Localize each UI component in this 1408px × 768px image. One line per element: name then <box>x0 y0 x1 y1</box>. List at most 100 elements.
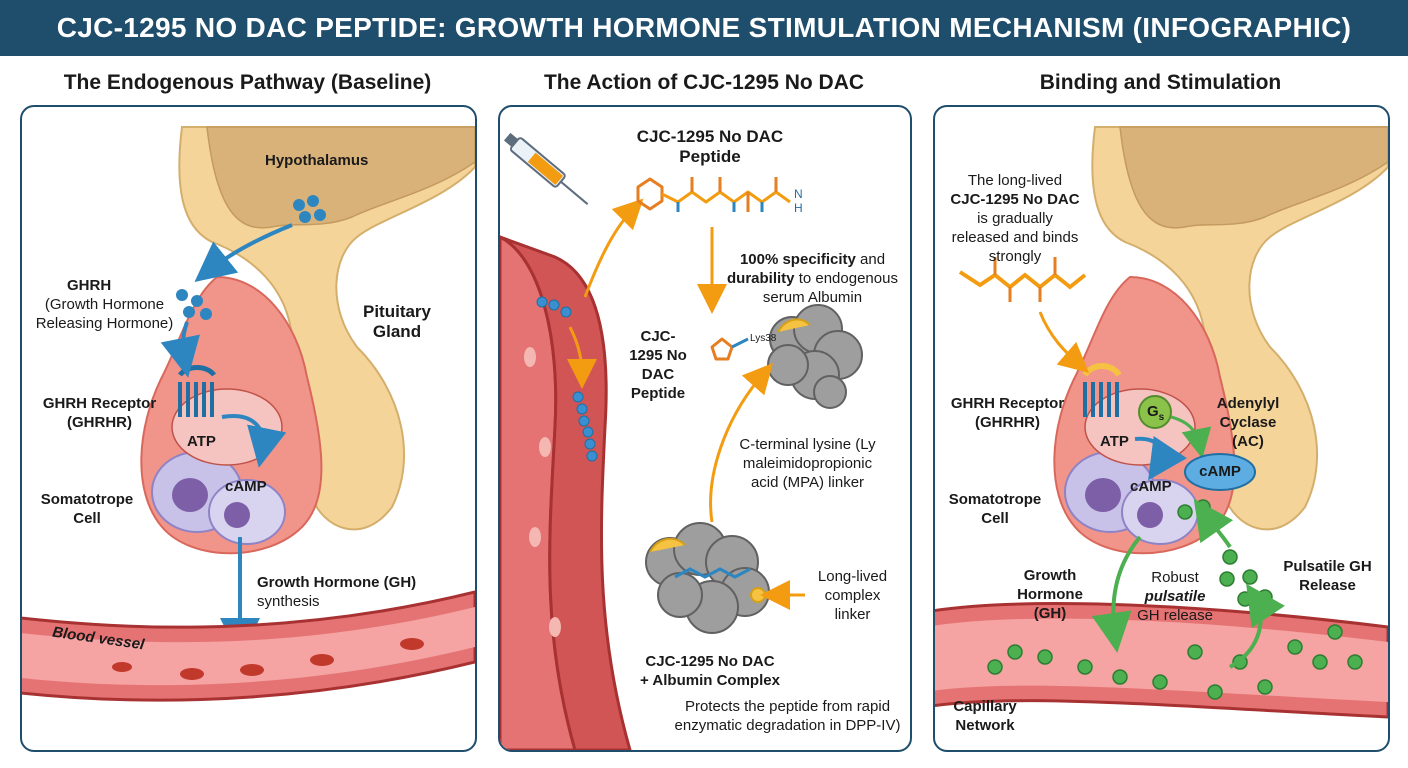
protects-line-2: enzymatic degradation in DPP-IV) <box>674 717 901 734</box>
capillary-label-1: Capillary <box>953 698 1017 715</box>
ghrh-desc-line2: Releasing Hormone) <box>35 315 174 332</box>
receptor3-label-1: GHRH Receptor <box>950 395 1065 412</box>
atp3-label: ATP <box>1100 433 1129 450</box>
arrow-cell-to-vessel <box>1091 535 1142 653</box>
peptide-branches-3 <box>993 257 1057 302</box>
pituitary-label-2: Gland <box>372 322 422 341</box>
arrow-gs-to-camp <box>1170 415 1212 459</box>
receptor-label-2: (GHRHR) <box>67 414 132 431</box>
robust-line-1: Robust <box>1151 569 1199 586</box>
somatotrope3-label-1: Somatotrope <box>948 491 1042 508</box>
spec-line-1: 100% specificity and <box>739 251 886 268</box>
longlived-line-1: Long-lived <box>817 568 888 585</box>
arrow-vessel-to-peptide <box>583 198 644 298</box>
albumin-binding-site-bottom <box>649 537 686 553</box>
lysine-line-1: C-terminal lysine (Ly <box>739 436 876 453</box>
robust-line-2: pulsatile <box>1144 588 1206 605</box>
capillary-lumen <box>935 618 1388 702</box>
cjc-label-4: Peptide <box>630 385 686 402</box>
cjc-label-2: 1295 No <box>629 347 687 364</box>
camp-label: cAMP <box>225 478 267 495</box>
receptor-label-1: GHRH Receptor <box>42 395 157 412</box>
blood-vessel-lumen <box>22 607 475 686</box>
lysine-line-2: maleimidopropionic <box>742 455 873 472</box>
albumin-protein-top <box>767 304 863 409</box>
blood-vessel-wall <box>500 235 632 750</box>
cjc-label-1: CJC- <box>640 328 676 345</box>
peptide-chain-in-vessel <box>536 296 598 462</box>
syringe-icon <box>503 132 589 205</box>
arrow-up-pulsatile <box>1193 498 1234 549</box>
blood-cells <box>524 347 561 637</box>
title-banner: CJC-1295 NO DAC PEPTIDE: GROWTH HORMONE … <box>0 0 1408 56</box>
gh-synthesis-label: synthesis <box>257 593 320 610</box>
arrow-vessel-pulsatile <box>1228 583 1285 669</box>
albumin-protein-bottom <box>645 522 770 634</box>
gh-molecules-in-vessel <box>987 624 1363 700</box>
arrow-linker-double <box>709 363 773 523</box>
endogenous-pathway-illustration <box>22 126 475 702</box>
hypothalamus-label: Hypothalamus <box>265 152 369 169</box>
spec-line-2: durability to endogenous <box>727 270 898 287</box>
peptide-structure <box>636 177 791 212</box>
h-label: H <box>794 201 803 215</box>
released-line-3: is gradually <box>977 210 1053 227</box>
robust-line-3: GH release <box>1137 607 1213 624</box>
camp-bubble <box>1184 453 1256 491</box>
gh3-label-3: (GH) <box>1033 605 1067 622</box>
ghrh-molecules <box>176 195 326 320</box>
red-blood-cells <box>112 638 424 680</box>
gh3-label-1: Growth <box>1023 567 1077 584</box>
atp-label: ATP <box>187 433 216 450</box>
ghrh-receptor-icon-3 <box>1083 382 1119 417</box>
hypothalamus-top-3 <box>1119 126 1388 229</box>
somatotrope-label-2: Cell <box>73 510 101 527</box>
arrow-atp-to-camp <box>221 414 287 468</box>
somatotrope3-label-2: Cell <box>981 510 1009 527</box>
arrow-vessel-down <box>566 326 597 389</box>
gh-label: Growth Hormone (GH) <box>257 574 417 591</box>
gh3-label-2: Hormone <box>1017 586 1083 603</box>
somatotrope-nucleus-1 <box>172 478 208 512</box>
longlived-line-3: linker <box>834 606 871 623</box>
released-line-2: CJC-1295 No DAC <box>950 191 1080 208</box>
arrow-hypothalamus-to-ghrh <box>194 223 293 282</box>
cjc-peptide-small <box>710 337 749 361</box>
cjc-action-illustration <box>500 132 863 750</box>
peptide-chain-3 <box>958 270 1087 290</box>
ghrh-label: GHRH <box>67 277 112 294</box>
released-line-4: released and binds <box>951 229 1079 246</box>
ac-label-1: Adenylyl <box>1216 395 1280 412</box>
arrow-peptide-to-receptor <box>1038 311 1090 373</box>
panel-cjc-action: CJC-1295 No DAC Peptide N H 100% specifi… <box>498 105 912 752</box>
pulsatile-line-1: Pulsatile GH <box>1283 558 1372 575</box>
arrow-ghrh-to-receptor <box>160 321 200 378</box>
somatotrope-label-1: Somatotrope <box>40 491 134 508</box>
somatotrope-nucleus-2 <box>224 502 250 528</box>
linker-node <box>750 587 766 603</box>
somatotrope-nucleus-3a <box>1085 478 1121 512</box>
longlived-line-2: complex <box>824 587 881 604</box>
ac-label-3: (AC) <box>1232 433 1264 450</box>
arrow-atp-to-camp-3 <box>1134 435 1187 481</box>
receptor3-label-2: (GHRHR) <box>975 414 1040 431</box>
ghrh-receptor-icon <box>178 382 214 417</box>
ghrh-desc-line1: (Growth Hormone <box>44 296 165 313</box>
spec-line-3: serum Albumin <box>762 289 863 306</box>
binding-stimulation-illustration <box>935 126 1388 719</box>
peptide-title-1: CJC-1295 No DAC <box>636 127 784 146</box>
released-line-5: strongly <box>988 248 1042 265</box>
complex-peptide-chain <box>674 567 751 579</box>
panel-3-title: Binding and Stimulation <box>1039 71 1282 94</box>
nh-label: N <box>794 187 803 201</box>
complex-label-1: CJC-1295 No DAC <box>645 653 775 670</box>
somatotrope-nucleus-3b <box>1137 502 1163 528</box>
complex-label-2: + Albumin Complex <box>640 672 780 689</box>
panel-binding-stimulation: The long-lived CJC-1295 No DAC is gradua… <box>933 105 1390 752</box>
panel-1-title: The Endogenous Pathway (Baseline) <box>63 71 432 94</box>
panel-endogenous-pathway: Hypothalamus GHRH (Growth Hormone Releas… <box>20 105 477 752</box>
lys-label: Lys38 <box>750 333 777 344</box>
capillary-label-2: Network <box>955 717 1015 734</box>
lysine-line-3: acid (MPA) linker <box>750 474 865 491</box>
pituitary-label-1: Pituitary <box>362 302 432 321</box>
